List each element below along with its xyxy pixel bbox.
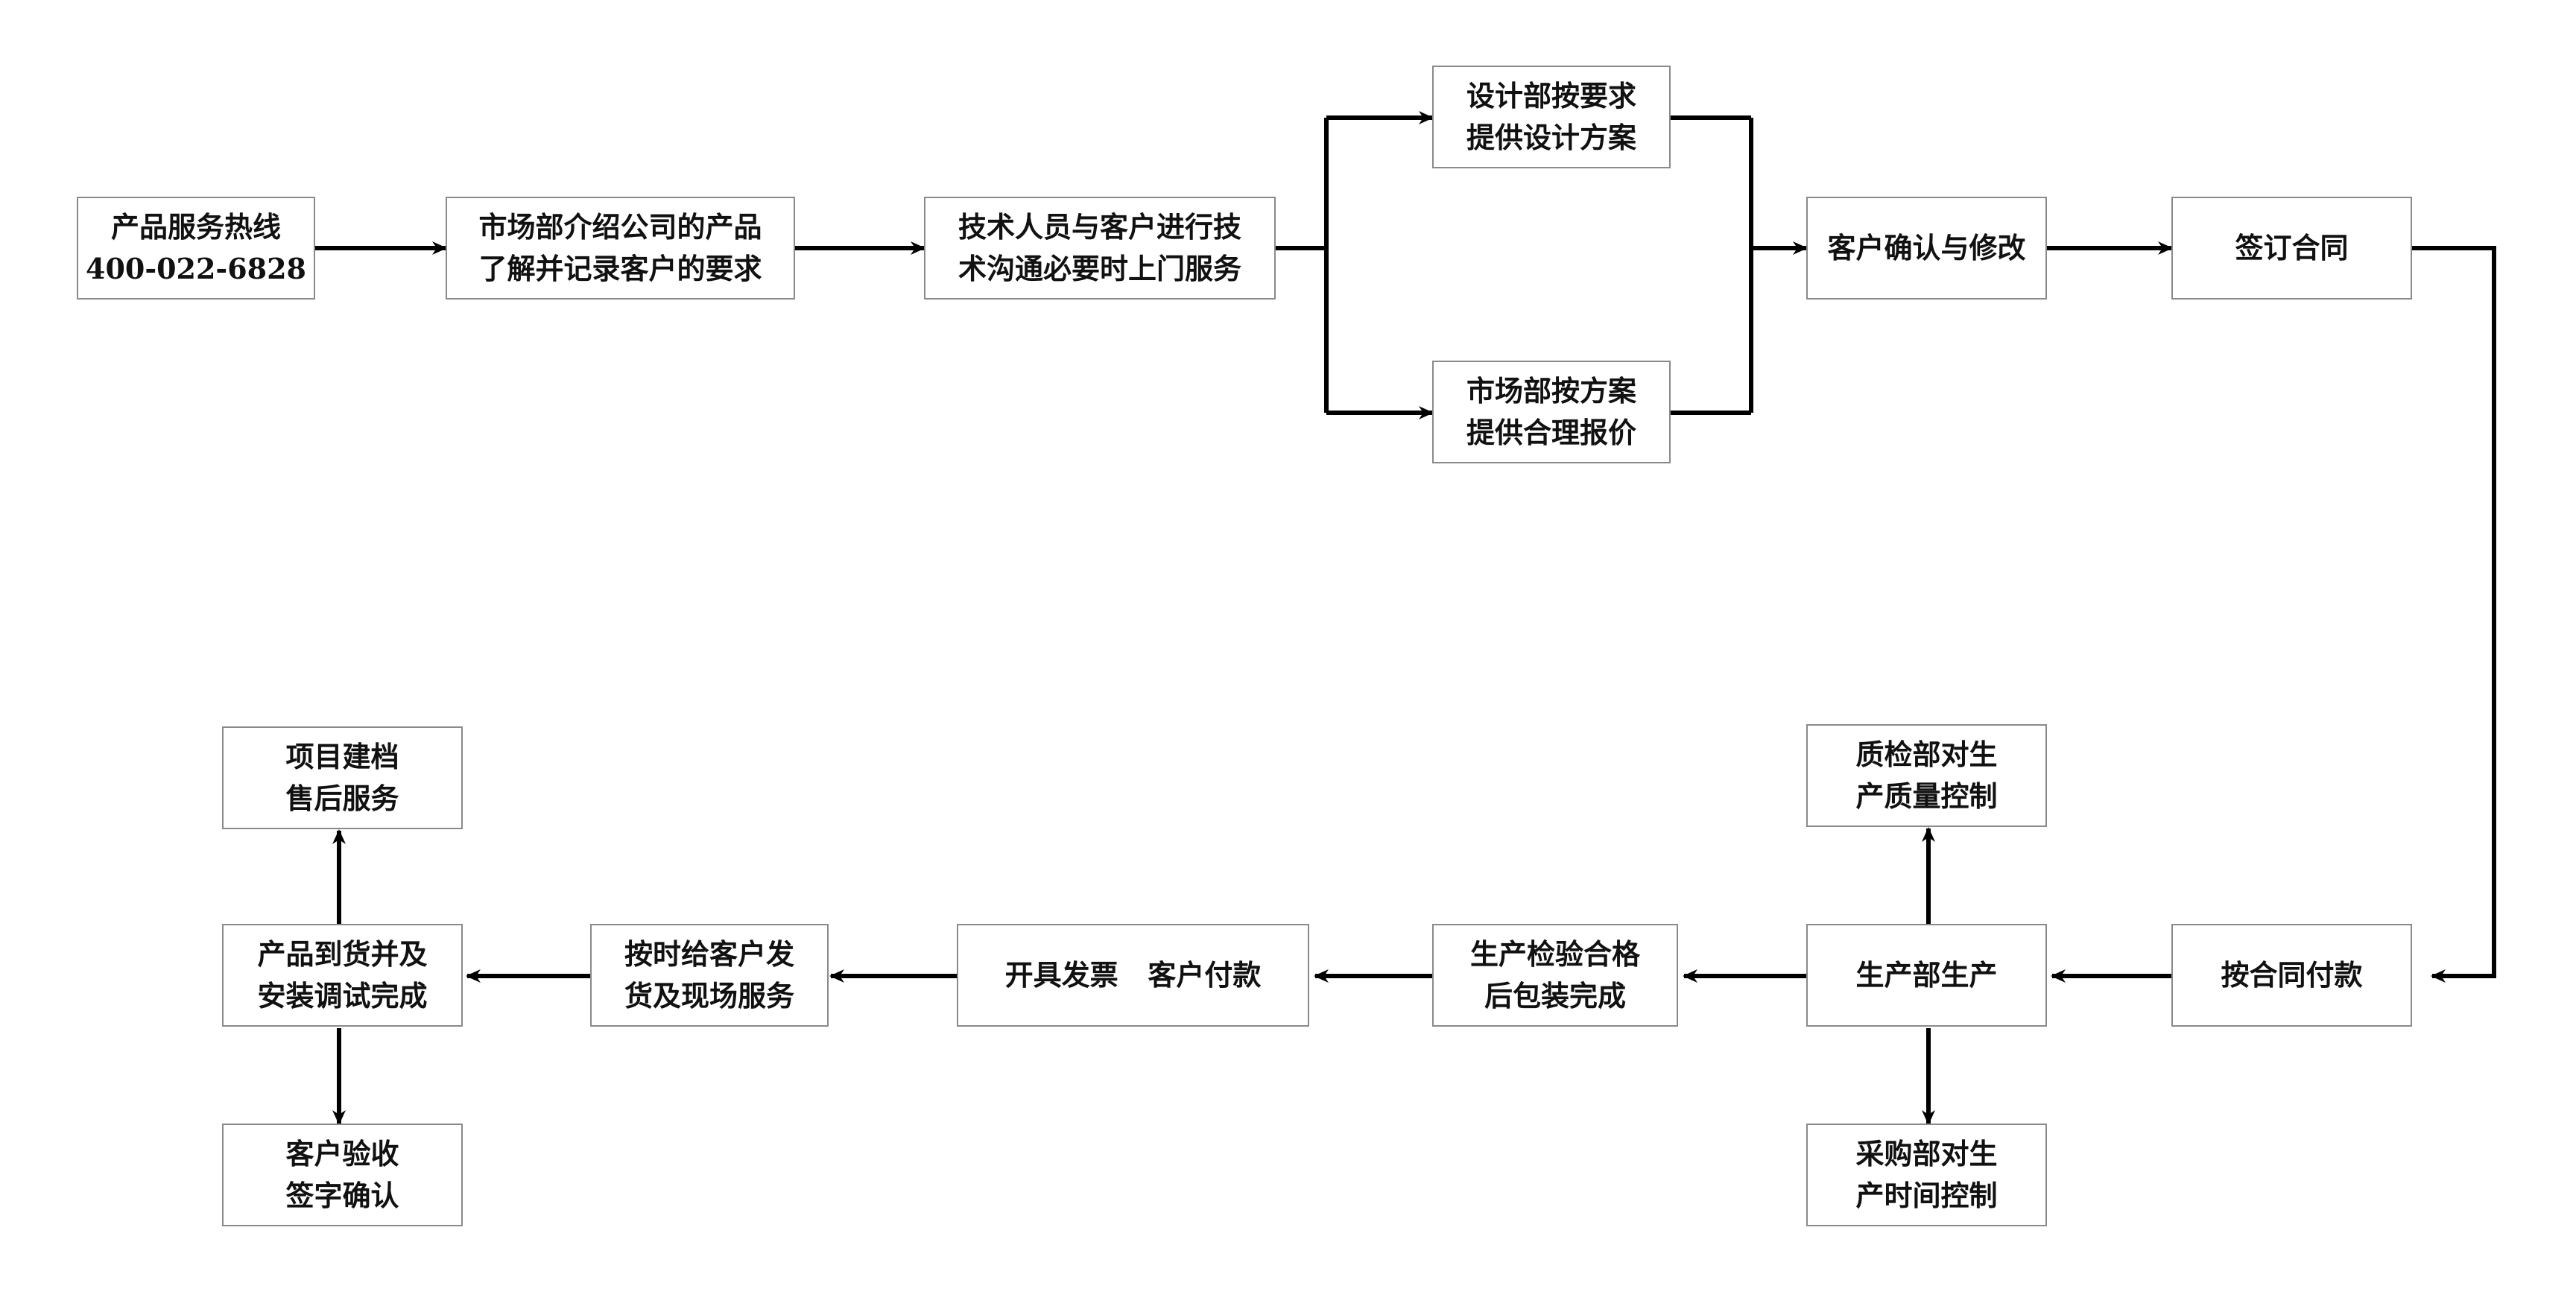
node-sign: 签订合同	[2171, 197, 2412, 300]
node-market-quote-line-1: 市场部按方案	[1466, 374, 1636, 408]
node-inspect-pack-line-1: 生产检验合格	[1469, 937, 1640, 971]
node-archive: 项目建档 售后服务	[222, 726, 463, 829]
node-design-plan-line-2: 提供设计方案	[1466, 121, 1636, 154]
node-accept: 客户验收 签字确认	[222, 1124, 463, 1226]
node-purchase-line-1: 采购部对生	[1855, 1137, 1998, 1170]
node-hotline-line-1: 产品服务热线	[110, 210, 281, 244]
node-deliver: 按时给客户发 货及现场服务	[590, 924, 829, 1027]
node-market-quote-line-2: 提供合理报价	[1466, 416, 1636, 449]
node-production: 生产部生产	[1806, 924, 2047, 1027]
node-accept-line-2: 签字确认	[285, 1179, 399, 1212]
node-archive-line-2: 售后服务	[285, 782, 399, 815]
node-sign-line-1: 签订合同	[2235, 231, 2349, 264]
node-install-line-1: 产品到货并及	[257, 937, 428, 971]
node-pay-contract-line-1: 按合同付款	[2221, 958, 2363, 992]
node-install: 产品到货并及 安装调试完成	[222, 924, 463, 1027]
node-archive-line-1: 项目建档	[285, 740, 399, 773]
node-hotline-line-2: 400-022-6828	[86, 252, 306, 285]
node-market-intro-line-1: 市场部介绍公司的产品	[478, 210, 762, 244]
node-inspect-pack-line-2: 后包装完成	[1484, 979, 1626, 1013]
node-install-line-2: 安装调试完成	[257, 979, 428, 1013]
node-confirm: 客户确认与修改	[1806, 197, 2047, 300]
node-qc-line-1: 质检部对生	[1855, 738, 1998, 771]
node-hotline: 产品服务热线 400-022-6828	[77, 197, 315, 300]
node-design-plan: 设计部按要求 提供设计方案	[1432, 66, 1671, 168]
node-market-intro: 市场部介绍公司的产品 了解并记录客户的要求	[446, 197, 795, 300]
node-qc: 质检部对生 产质量控制	[1806, 724, 2047, 827]
node-accept-line-1: 客户验收	[285, 1137, 399, 1170]
arrow-sign-to-pay-contract	[2412, 246, 2496, 983]
node-production-line-1: 生产部生产	[1855, 958, 1998, 992]
node-tech-comm-line-1: 技术人员与客户进行技	[958, 210, 1241, 244]
node-confirm-line-1: 客户确认与修改	[1827, 231, 2026, 264]
node-deliver-line-1: 按时给客户发	[624, 937, 794, 971]
node-pay-contract: 按合同付款	[2171, 924, 2412, 1027]
node-market-quote: 市场部按方案 提供合理报价	[1432, 361, 1671, 463]
node-tech-comm-line-2: 术沟通必要时上门服务	[958, 252, 1241, 285]
node-purchase-line-2: 产时间控制	[1855, 1179, 1998, 1212]
node-design-plan-line-1: 设计部按要求	[1466, 79, 1636, 113]
node-invoice: 开具发票 客户付款	[957, 924, 1309, 1027]
node-purchase: 采购部对生 产时间控制	[1806, 1124, 2047, 1226]
node-qc-line-2: 产质量控制	[1855, 779, 1998, 813]
node-invoice-line-1: 开具发票 客户付款	[1004, 958, 1262, 992]
node-deliver-line-2: 货及现场服务	[624, 979, 794, 1013]
node-inspect-pack: 生产检验合格 后包装完成	[1432, 924, 1678, 1027]
node-tech-comm: 技术人员与客户进行技 术沟通必要时上门服务	[924, 197, 1276, 300]
node-market-intro-line-2: 了解并记录客户的要求	[478, 252, 762, 285]
